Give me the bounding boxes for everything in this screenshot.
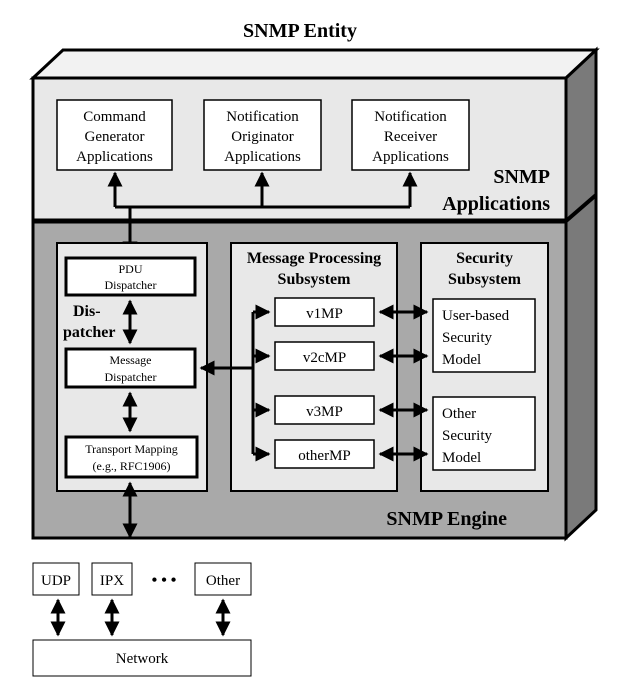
notification-receiver-box: Notification Receiver Applications [351,99,470,171]
svg-text:Generator: Generator [85,129,145,145]
svg-text:Notification: Notification [374,109,447,125]
svg-text:Receiver: Receiver [384,129,437,145]
svg-text:Applications: Applications [224,149,301,165]
svg-text:Network: Network [116,651,169,667]
svg-text:Message: Message [110,353,152,367]
mp-to-security-connectors [378,304,429,462]
svg-text:Other: Other [442,406,476,422]
security-title-line2: Subsystem [448,271,522,288]
command-generator-box: Command Generator Applications [56,99,173,171]
svg-text:Security: Security [442,428,492,444]
othermp-box: otherMP [274,439,375,469]
svg-text:v1MP: v1MP [306,306,343,322]
dispatcher-to-mp-connectors [199,304,271,462]
v2cmp-box: v2cMP [274,341,375,371]
udp-box: UDP [32,562,80,596]
entity-box-side-face [564,46,598,542]
other-security-model-box: Other Security Model [432,396,536,471]
svg-text:Originator: Originator [231,129,293,145]
dispatcher-label-line1: Dis- [73,303,101,320]
ipx-box: IPX [91,562,133,596]
dispatcher-label-line2: patcher [63,324,115,341]
svg-text:UDP: UDP [41,573,71,589]
svg-text:Dispatcher: Dispatcher [105,370,157,384]
svg-text:Model: Model [442,450,481,466]
user-based-security-model-box: User-based Security Model [432,298,536,373]
notification-originator-box: Notification Originator Applications [203,99,322,171]
svg-text:otherMP: otherMP [298,448,351,464]
svg-text:Command: Command [83,109,146,125]
svg-text:Notification: Notification [226,109,299,125]
applications-label-line1: SNMP [493,166,550,188]
svg-text:v3MP: v3MP [306,404,343,420]
svg-text:Model: Model [442,352,481,368]
svg-text:PDU: PDU [118,262,142,276]
transport-ellipsis: • • • [152,572,177,589]
svg-text:Applications: Applications [76,149,153,165]
svg-text:Transport Mapping: Transport Mapping [85,442,178,456]
v1mp-box: v1MP [274,297,375,327]
transport-mapping-box: Transport Mapping (e.g., RFC1906) [64,435,199,479]
mps-title-line1: Message Processing [247,250,381,267]
svg-text:Other: Other [206,573,240,589]
engine-label: SNMP Engine [386,508,507,530]
svg-text:IPX: IPX [100,573,124,589]
svg-text:(e.g., RFC1906): (e.g., RFC1906) [93,459,171,473]
applications-label-line2: Applications [442,193,550,215]
diagram-title: SNMP Entity [243,20,357,42]
security-title-line1: Security [456,250,513,267]
svg-text:Applications: Applications [372,149,449,165]
transport-network-arrows [50,598,231,637]
svg-text:Security: Security [442,330,492,346]
entity-box-top-face [29,48,600,80]
mps-title-line2: Subsystem [278,271,352,288]
svg-text:User-based: User-based [442,308,510,324]
v3mp-box: v3MP [274,395,375,425]
svg-text:v2cMP: v2cMP [303,350,346,366]
pdu-dispatcher-box: PDU Dispatcher [64,256,197,297]
network-box: Network [32,639,252,677]
svg-text:Dispatcher: Dispatcher [105,278,157,292]
message-dispatcher-box: Message Dispatcher [64,347,197,389]
other-transport-box: Other [194,562,252,596]
